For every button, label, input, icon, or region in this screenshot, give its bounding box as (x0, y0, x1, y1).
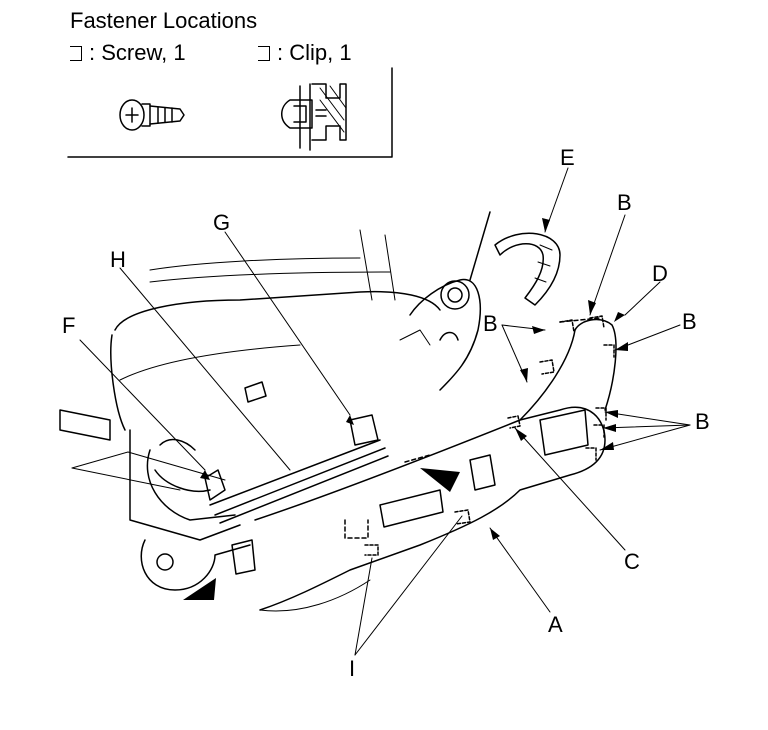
clip-symbol-icon (258, 46, 270, 61)
knob-E (494, 232, 561, 306)
legend-screw: : Screw, 1 (70, 40, 186, 66)
callout-H: H (110, 247, 126, 272)
legend-screw-label: : Screw, 1 (89, 40, 186, 65)
callout-I: I (349, 656, 356, 681)
callout-G: G (213, 210, 231, 235)
callout-B-left: B (483, 311, 498, 336)
callout-C: C (624, 549, 640, 574)
legend-title: Fastener Locations (70, 8, 258, 33)
screw-icon (119, 99, 185, 131)
rail-stub (59, 409, 111, 441)
legend-clip: : Clip, 1 (258, 40, 352, 66)
callout-D: D (652, 261, 668, 286)
callout-B-lower: B (695, 409, 710, 434)
connector-G (349, 414, 379, 446)
callout-B-top: B (617, 190, 632, 215)
view-arrow-upper (420, 468, 460, 492)
side-cover-A (254, 406, 606, 611)
handle-slot (379, 489, 444, 528)
seat-cushion (114, 290, 441, 331)
harness-H2 (214, 447, 386, 516)
recliner-frame (409, 278, 481, 391)
view-arrow-lower (183, 578, 216, 600)
clip-icon (281, 83, 347, 151)
connector-F (204, 469, 226, 501)
harness-H1 (209, 439, 381, 506)
callout-F: F (62, 313, 76, 338)
legend-clip-label: : Clip, 1 (277, 40, 352, 65)
bracket-lower (140, 539, 251, 591)
bracket-left (129, 429, 241, 541)
screw-symbol-icon (70, 46, 82, 61)
callout-A: A (548, 612, 563, 637)
callout-B-right: B (682, 309, 697, 334)
legend-frame (67, 67, 393, 158)
knob-recess (539, 409, 589, 456)
callout-E: E (560, 145, 575, 170)
small-slot (244, 381, 267, 403)
